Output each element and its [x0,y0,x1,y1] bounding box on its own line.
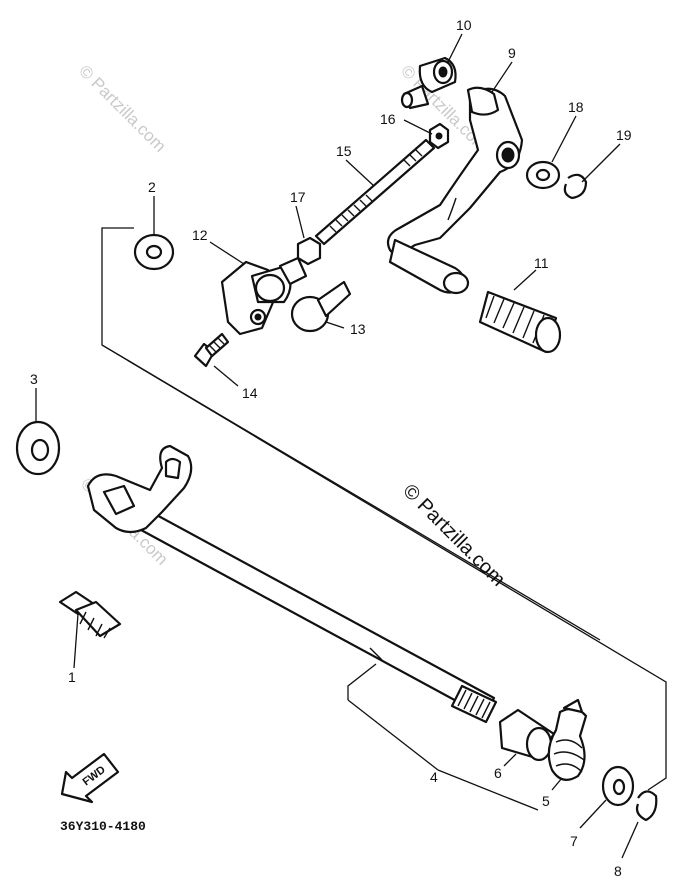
part-19-circlip [563,173,588,200]
watermark-top-left: © Partzilla.com [75,61,169,155]
part-1-stud-bolt [58,590,122,639]
part-11-pedal-rubber [478,290,562,354]
part-10-nut [400,56,457,110]
callout-17: 17 [290,189,306,205]
part-6-collar [498,708,556,762]
part-17-nut [296,236,322,266]
diagram-part-code: 36Y310-4180 [60,819,146,834]
callout-6: 6 [494,765,502,781]
callout-16: 16 [380,111,396,127]
callout-2: 2 [148,179,156,195]
assembly-outline [101,227,667,791]
callout-3: 3 [30,371,38,387]
fwd-arrow-icon: FWD [60,752,120,804]
part-5-spring [547,698,588,781]
watermark-main: © Partzilla.com [398,480,509,591]
callout-18: 18 [568,99,584,115]
callout-12: 12 [192,227,208,243]
leader-lines [35,33,639,859]
part-12-shift-arm [220,256,308,336]
part-4-shift-shaft [86,444,498,724]
callout-11: 11 [534,255,549,271]
callout-15: 15 [336,143,352,159]
part-3-washer [15,420,61,476]
part-18-washer [525,160,561,190]
part-16-nut [428,122,450,150]
callout-4: 4 [430,769,438,785]
part-15-shift-rod [314,138,436,246]
part-13-rod-end [290,280,352,333]
callouts: 10 9 16 18 19 2 15 17 12 11 13 14 3 1 4 … [30,17,632,879]
part-9-shift-pedal [386,86,524,295]
part-8-circlip [635,790,658,822]
callout-7: 7 [570,833,578,849]
callout-1: 1 [68,669,76,685]
part-14-bolt [193,332,230,368]
callout-9: 9 [508,45,516,61]
part-2-washer [133,233,175,271]
callout-13: 13 [350,321,366,337]
callout-5: 5 [542,793,550,809]
callout-14: 14 [242,385,258,401]
part-7-washer [601,765,635,807]
callout-10: 10 [456,17,472,33]
callout-8: 8 [614,863,622,879]
callout-19: 19 [616,127,632,143]
